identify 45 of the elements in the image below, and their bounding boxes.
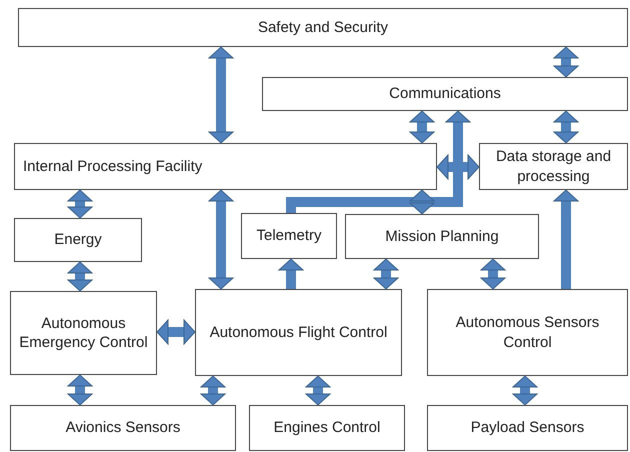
box-label: Payload Sensors [470,418,584,438]
box-label: Safety and Security [258,18,388,38]
block-arrow [68,262,92,292]
block-arrow [306,376,330,406]
process-box [18,8,628,47]
block-arrow [436,154,480,180]
block-arrow [410,110,434,144]
process-box [10,291,157,375]
box-label: Communications [389,84,501,104]
process-box [427,289,628,376]
block-arrow [554,46,578,78]
process-box [195,289,402,376]
process-box [345,214,539,259]
box-label: Telemetry [256,226,322,246]
process-box [14,218,142,262]
box-label: Avionics Sensors [66,418,180,438]
block-arrow [68,374,92,406]
process-box [479,143,628,190]
block-arrow [156,320,196,344]
block-arrow [554,110,578,144]
box-label: Data storage and processing [494,147,612,186]
block-arrow [512,376,538,406]
block-arrow [208,190,234,290]
block-arrow [374,258,398,290]
block-arrow [200,376,226,406]
process-box [10,405,236,451]
process-box [14,143,437,190]
box-label: Autonomous Flight Control [210,322,388,342]
block-arrow [480,258,506,290]
box-label: Autonomous Sensors Control [454,313,600,352]
process-box [249,405,405,451]
block-arrow [410,190,434,214]
box-label: Autonomous Emergency Control [18,314,149,352]
box-label: Engines Control [274,418,380,438]
block-arrow [68,190,92,218]
box-label: Energy [54,230,102,250]
block-arrow [208,46,234,144]
block-arrow [554,190,578,289]
process-box [427,405,628,451]
block-arrow [286,110,470,213]
block-arrow [278,258,304,289]
box-label: Mission Planning [385,226,499,246]
process-box [262,77,628,111]
box-label: Internal Processing Facility [23,156,202,176]
process-box [241,213,337,259]
